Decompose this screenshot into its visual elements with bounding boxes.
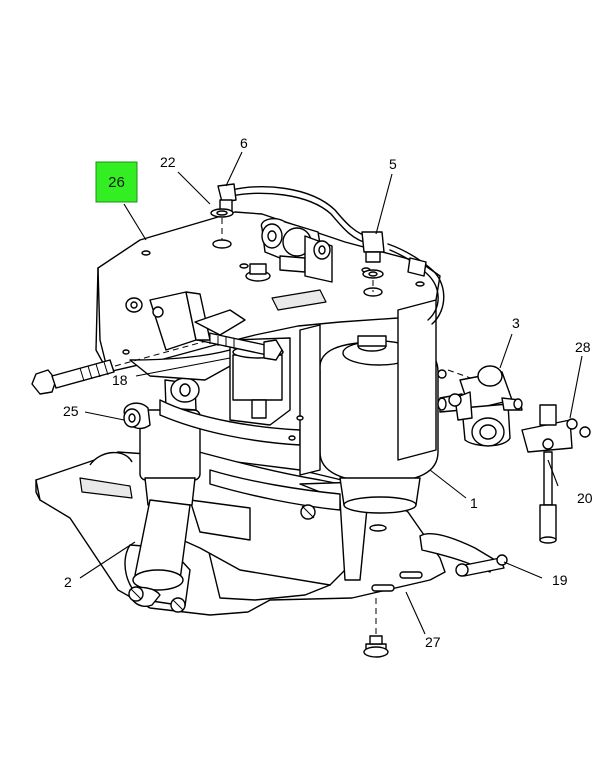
callout-6[interactable]: 6 [240,135,248,151]
callout-25[interactable]: 25 [63,403,79,419]
bottom-fastener [363,635,389,658]
upper-clamp-bracket [149,291,246,351]
callout-3[interactable]: 3 [512,315,520,331]
callout-18[interactable]: 18 [112,372,128,388]
link-arm [419,532,508,577]
callout-1[interactable]: 1 [470,495,478,511]
long-bolt [31,297,283,395]
callout-20[interactable]: 20 [577,490,593,506]
lower-plate-fastener [128,586,144,602]
callout-5[interactable]: 5 [389,156,397,172]
shock-absorber [123,377,201,613]
callout-labels: 1 2 3 5 6 18 19 20 22 25 27 28 [63,135,593,650]
leveling-valve [437,365,523,447]
part-26-highlight[interactable]: 26 [95,161,138,203]
highlight-box[interactable] [95,161,138,203]
upper-valve-mount [260,218,333,283]
callout-19[interactable]: 19 [552,572,568,588]
leader-lines [79,151,583,635]
fastener-washers [210,208,511,636]
callout-27[interactable]: 27 [425,634,441,650]
linkage-rod [521,404,591,544]
air-line-tubing [217,183,445,325]
callout-2[interactable]: 2 [64,574,72,590]
callout-28[interactable]: 28 [575,339,591,355]
callout-22[interactable]: 22 [160,154,176,170]
highlight-label: 26 [108,174,125,191]
